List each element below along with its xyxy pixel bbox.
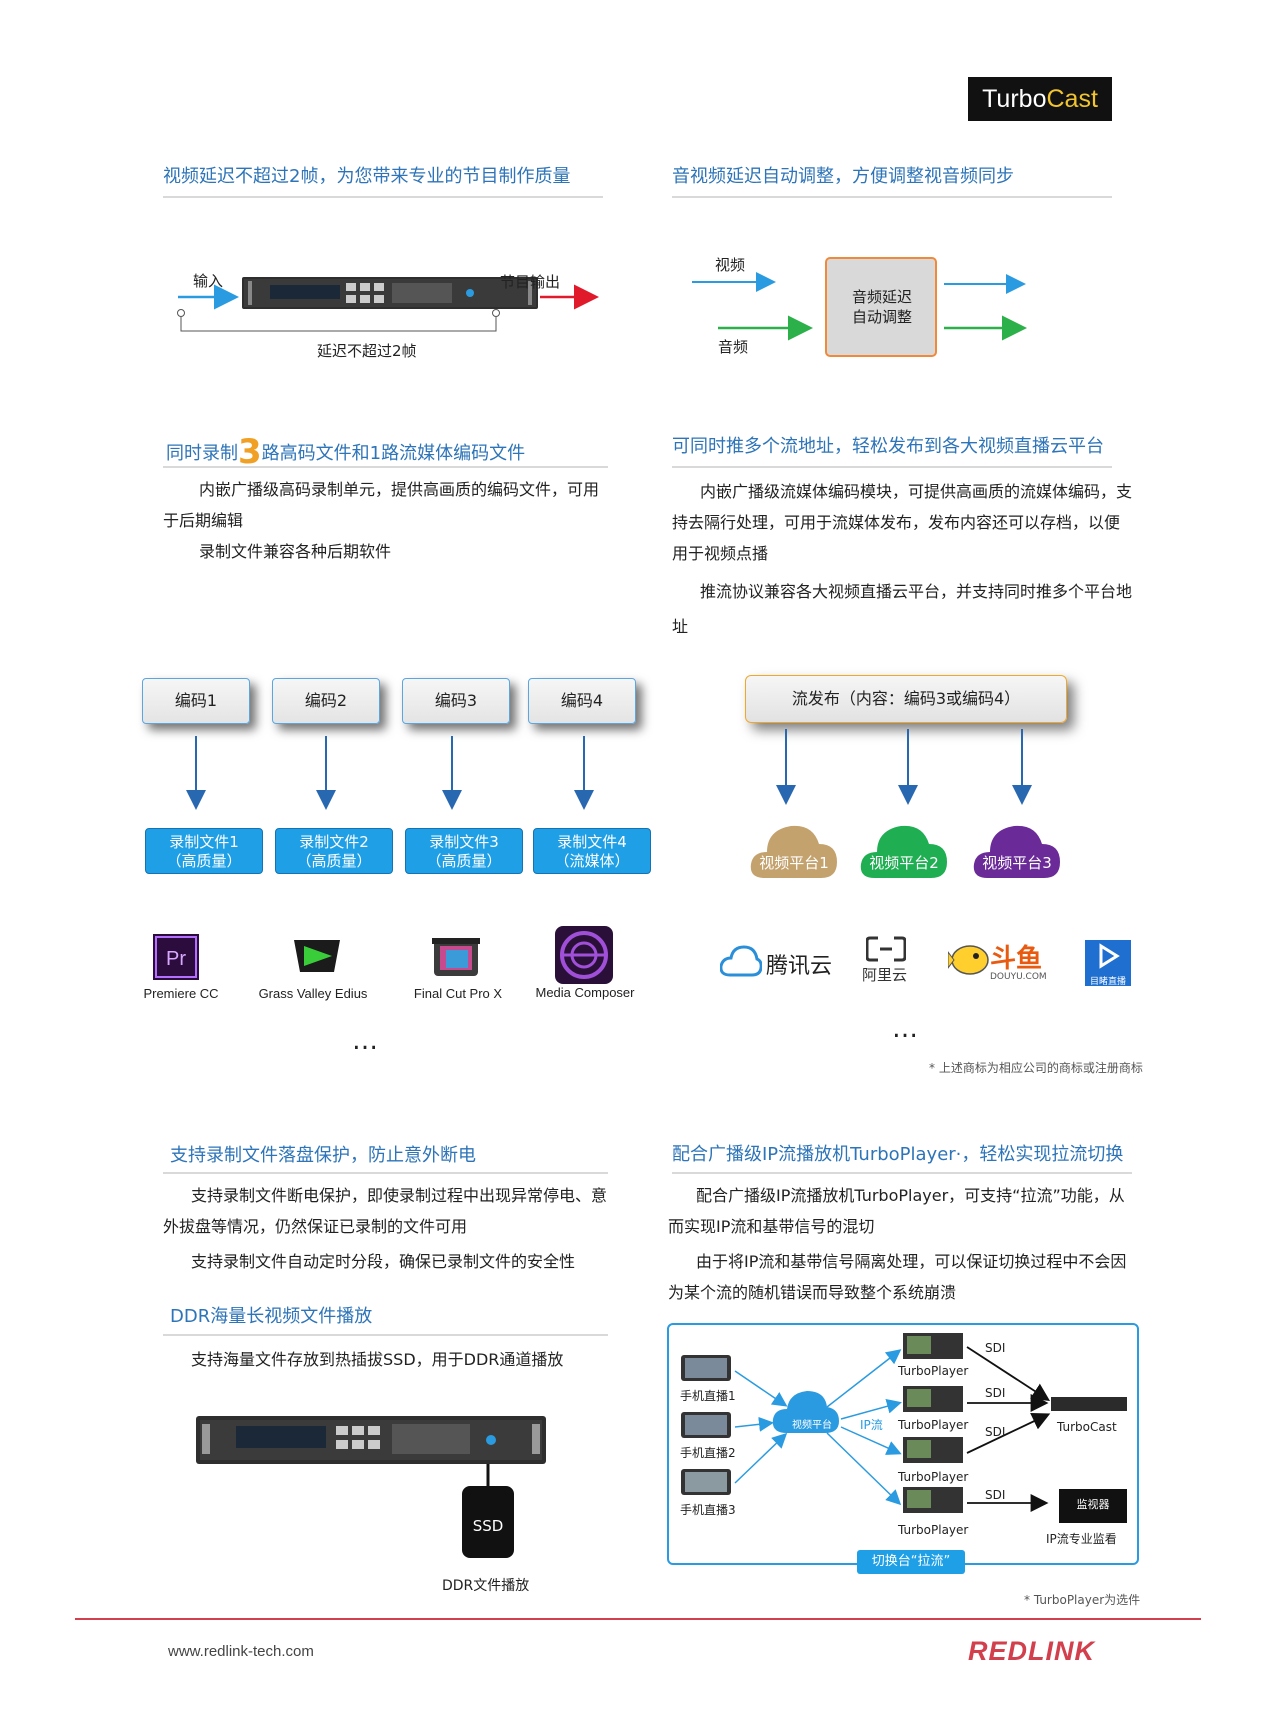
section5-title: 支持录制文件落盘保护，防止意外断电 — [170, 1145, 476, 1166]
section4-title: 可同时推多个流地址，轻松发布到各大视频直播云平台 — [672, 436, 1104, 457]
section4-para2: 推流协议兼容各大视频直播云平台，并支持同时推多个平台地址 — [672, 582, 1133, 636]
media-composer-icon — [555, 926, 613, 984]
edius-icon — [294, 940, 340, 972]
section3-number: 3 — [238, 432, 262, 472]
mudu-logo: 目睹直播 — [1085, 940, 1131, 987]
sdi-label: SDI — [985, 1386, 1006, 1400]
sdi-label: SDI — [985, 1341, 1006, 1355]
publish-arrows — [776, 729, 1032, 805]
section3-rule — [163, 466, 608, 468]
app-edius-label: Grass Valley Edius — [258, 986, 368, 1001]
section4-para1: 内嵌广播级流媒体编码模块，可提供高画质的流媒体编码，支持去隔行处理，可用于流媒体… — [672, 482, 1133, 563]
aliyun-label: 阿里云 — [862, 966, 908, 984]
phone-live-1: 手机直播1 — [680, 1389, 736, 1403]
section6-title: DDR海量长视频文件播放 — [170, 1306, 373, 1327]
latency-diagram — [177, 277, 599, 332]
cloud-platform-3: 视频平台3 — [972, 818, 1062, 882]
encoder-box: 编码3 — [402, 678, 510, 724]
douyu-label: 斗鱼 — [990, 944, 1043, 974]
turboplayer-label: TurboPlayer — [898, 1364, 969, 1378]
tencent-cloud-label: 腾讯云 — [766, 954, 833, 979]
cloud-platform-1: 视频平台1 — [749, 818, 839, 882]
ssd-drive-icon — [462, 1464, 514, 1558]
ddr-label: DDR文件播放 — [442, 1578, 530, 1594]
aliyun-icon — [866, 936, 906, 962]
video-label: 视频 — [715, 256, 746, 274]
douyu-fish-icon — [948, 945, 989, 975]
delay-label: 延迟不超过2帧 — [317, 342, 417, 360]
section2-rule — [672, 196, 1112, 198]
monitor-label: 监视器 — [1076, 1498, 1110, 1511]
sync-box-line2: 自动调整 — [851, 308, 912, 326]
encoder-arrows — [186, 736, 594, 810]
footer-url: www.redlink-tech.com — [168, 1643, 314, 1660]
section7-para2: 由于将IP流和基带信号隔离处理，可以保证切换过程中不会因为某个流的随机错误而导致… — [668, 1252, 1127, 1302]
cloud-platform-2: 视频平台2 — [859, 818, 949, 882]
turbocast-device-icon — [242, 277, 538, 309]
final-cut-icon — [432, 938, 480, 976]
stream-publish-box: 流发布（内容：编码3或编码4） — [745, 675, 1067, 723]
audio-label: 音频 — [718, 338, 749, 356]
sdi-label: SDI — [985, 1425, 1006, 1439]
record-file-box: 录制文件4（流媒体） — [533, 828, 651, 874]
encoder-box: 编码2 — [272, 678, 380, 724]
redlink-logo: REDLINK — [968, 1636, 1095, 1666]
section2-title: 音视频延迟自动调整，方便调整视音频同步 — [672, 166, 1014, 187]
section4-rule — [672, 466, 1112, 468]
encoder-box: 编码1 — [142, 678, 250, 724]
svg-text:Pr: Pr — [166, 948, 186, 970]
app-premiere-label: Premiere CC — [143, 986, 219, 1001]
section3-para2: 录制文件兼容各种后期软件 — [199, 542, 392, 561]
phone-live-2: 手机直播2 — [680, 1446, 736, 1460]
section1-title: 视频延迟不超过2帧，为您带来专业的节目制作质量 — [163, 166, 571, 187]
turbocast-label: TurboCast — [1057, 1420, 1117, 1434]
premiere-icon: Pr — [153, 934, 199, 980]
record-file-box: 录制文件3（高质量） — [405, 828, 523, 874]
turbocast-device-large — [196, 1416, 546, 1464]
input-label: 输入 — [193, 272, 224, 290]
section1-rule — [163, 196, 603, 198]
encoder-box: 编码4 — [528, 678, 636, 724]
turbocast-brand: TurboCast — [968, 77, 1112, 121]
section5-para1: 支持录制文件断电保护，即使录制过程中出现异常停电、意外拔盘等情况，仍然保证已录制… — [163, 1186, 608, 1236]
ssd-label: SSD — [472, 1517, 504, 1535]
turboplayer-label: TurboPlayer — [898, 1418, 969, 1432]
section3-title: 同时录制3路高码文件和1路流媒体编码文件 — [166, 432, 526, 472]
more-platforms-ellipsis: … — [892, 1014, 922, 1044]
ip-switch-diagram — [681, 1333, 1127, 1523]
ip-stream-label: IP流 — [860, 1418, 883, 1432]
turboplayer-label: TurboPlayer — [898, 1523, 969, 1537]
record-file-box: 录制文件2（高质量） — [275, 828, 393, 874]
douyu-sub-label: DOUYU.COM — [990, 972, 1047, 982]
more-apps-ellipsis: … — [352, 1026, 382, 1056]
section7-title: 配合广播级IP流播放机TurboPlayer·，轻松实现拉流切换 — [672, 1144, 1124, 1165]
output-label: 节目输出 — [500, 273, 561, 291]
turboplayer-label: TurboPlayer — [898, 1470, 969, 1484]
section7-rule — [672, 1172, 1132, 1174]
tencent-cloud-icon — [720, 945, 762, 977]
section6-para1: 支持海量文件存放到热插拔SSD，用于DDR通道播放 — [191, 1350, 564, 1369]
app-finalcut-label: Final Cut Pro X — [413, 986, 503, 1001]
trademark-note: * 上述商标为相应公司的商标或注册商标 — [929, 1061, 1143, 1075]
section7-para1: 配合广播级IP流播放机TurboPlayer，可支持“拉流”功能，从而实现IP流… — [668, 1186, 1125, 1236]
record-file-box: 录制文件1（高质量） — [145, 828, 263, 874]
footer-divider — [75, 1618, 1201, 1620]
monitor-caption: IP流专业监看 — [1046, 1532, 1117, 1546]
platform-label: 视频平台 — [792, 1420, 832, 1431]
phone-live-3: 手机直播3 — [680, 1503, 736, 1517]
switcher-badge: 切换台“拉流” — [857, 1550, 965, 1574]
section5-para2: 支持录制文件自动定时分段，确保已录制文件的安全性 — [191, 1252, 576, 1271]
av-sync-diagram — [692, 257, 1027, 357]
sync-box-line1: 音频延迟 — [851, 288, 912, 306]
sdi-label: SDI — [985, 1488, 1006, 1502]
app-mediacomposer-label: Media Composer — [535, 985, 635, 1000]
option-note: * TurboPlayer为选件 — [1024, 1593, 1141, 1607]
section5-rule — [163, 1172, 608, 1174]
section6-rule — [163, 1334, 608, 1336]
section3-para1: 内嵌广播级高码录制单元，提供高画质的编码文件，可用于后期编辑 — [163, 480, 600, 530]
